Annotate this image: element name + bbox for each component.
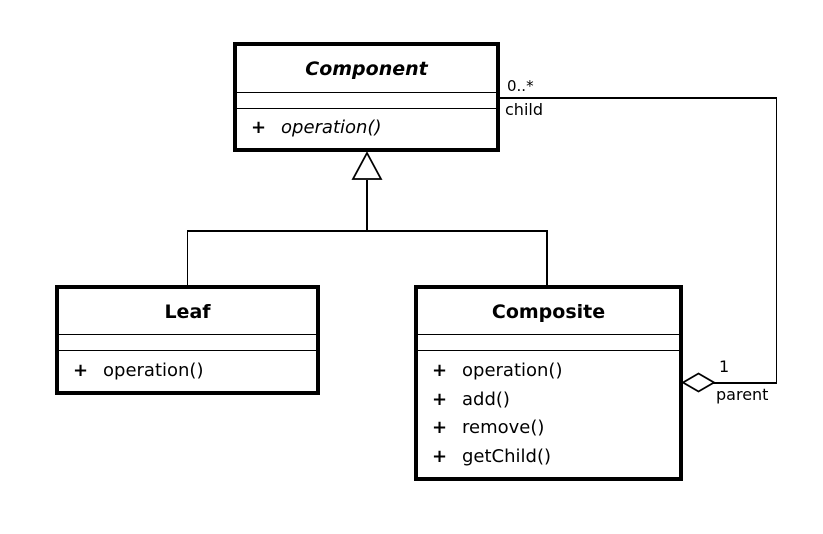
inheritance-crossbar-line	[186, 230, 548, 232]
method-signature: add()	[462, 388, 510, 410]
method-signature: remove()	[462, 417, 545, 438]
method-row: + operation()	[59, 357, 316, 386]
class-title-leaf: Leaf	[59, 289, 316, 335]
class-methods-composite: + operation() + add() + remove() + getCh…	[418, 351, 679, 477]
method-visibility: +	[432, 360, 448, 381]
class-methods-component: + operation()	[237, 109, 496, 148]
class-attributes-leaf	[59, 335, 316, 351]
method-row: + add()	[418, 386, 679, 415]
class-box-leaf: Leaf + operation()	[55, 285, 320, 395]
parent-role-label: parent	[716, 385, 769, 404]
inheritance-stem-line	[366, 180, 368, 231]
class-box-composite: Composite + operation() + add() + remove…	[414, 285, 683, 481]
class-title-component: Component	[237, 46, 496, 93]
method-visibility: +	[432, 417, 448, 438]
method-visibility: +	[251, 117, 267, 139]
inheritance-leaf-drop-line	[186, 230, 188, 286]
association-top-line	[499, 97, 777, 99]
method-visibility: +	[432, 445, 448, 467]
method-row: + operation()	[237, 114, 496, 143]
method-visibility: +	[432, 388, 448, 410]
class-box-component: Component + operation()	[233, 42, 500, 152]
child-multiplicity-label: 0..*	[507, 77, 534, 95]
class-attributes-component	[237, 93, 496, 109]
method-signature: operation()	[103, 359, 204, 381]
association-bottom-line	[713, 382, 777, 384]
method-row: + getChild()	[418, 443, 679, 472]
method-signature: operation()	[462, 360, 563, 381]
inheritance-triangle-icon	[351, 151, 383, 180]
method-signature: operation()	[281, 117, 382, 139]
parent-multiplicity-label: 1	[719, 357, 730, 376]
inheritance-composite-drop-line	[546, 230, 548, 286]
method-row: + remove()	[418, 414, 679, 443]
aggregation-diamond-icon	[681, 372, 716, 393]
class-title-composite: Composite	[418, 289, 679, 335]
association-right-line	[775, 97, 777, 383]
method-row: + operation()	[418, 357, 679, 386]
method-signature: getChild()	[462, 445, 552, 467]
class-attributes-composite	[418, 335, 679, 351]
child-role-label: child	[505, 100, 543, 119]
method-visibility: +	[73, 359, 89, 381]
class-methods-leaf: + operation()	[59, 351, 316, 391]
